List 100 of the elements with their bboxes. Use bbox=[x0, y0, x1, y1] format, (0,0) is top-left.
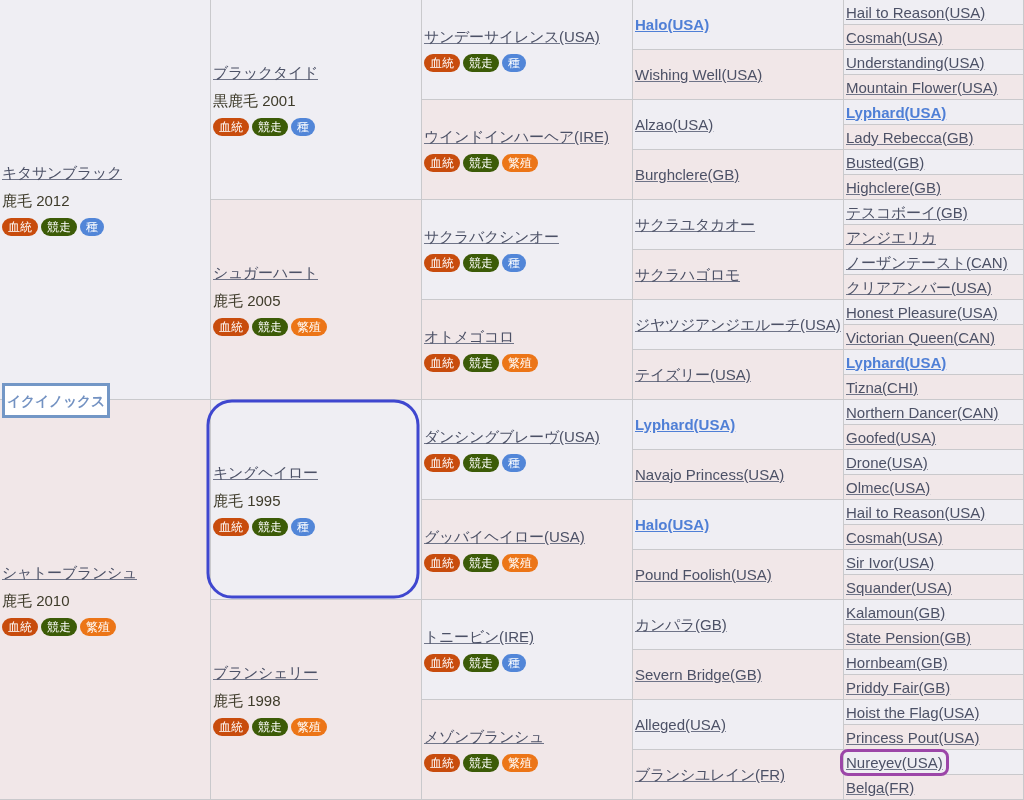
pedigree-cell bbox=[633, 450, 844, 500]
name-link: Highclere(GB) bbox=[846, 177, 942, 197]
pedigree-cell bbox=[633, 300, 844, 350]
name-link: Northern Dancer(CAN) bbox=[846, 402, 999, 422]
badge: 血統 bbox=[424, 554, 460, 572]
name-link: ウインドインハーヘア(IRE) bbox=[424, 127, 609, 146]
pedigree-cell bbox=[422, 100, 633, 200]
name-link: Alleged(USA) bbox=[635, 715, 726, 734]
pedigree-cell bbox=[844, 375, 1024, 400]
pedigree-cell bbox=[211, 600, 422, 800]
badge: 競走 bbox=[252, 718, 288, 736]
name-link: Understanding(USA) bbox=[846, 52, 985, 72]
pedigree-cell bbox=[211, 0, 422, 200]
name-link: ダンシングブレーヴ(USA) bbox=[424, 427, 600, 446]
pedigree-cell bbox=[844, 100, 1024, 125]
badge: 繁殖 bbox=[502, 754, 538, 772]
pedigree-cell bbox=[844, 0, 1024, 25]
badge: 種 bbox=[80, 218, 104, 236]
pedigree-cell bbox=[633, 400, 844, 450]
pedigree-cell bbox=[633, 550, 844, 600]
name-link: ブランシェリー bbox=[213, 663, 318, 682]
pedigree-cell bbox=[844, 150, 1024, 175]
name-link: Lyphard(USA) bbox=[635, 415, 736, 434]
name-link: メゾンブランシュ bbox=[424, 727, 544, 746]
pedigree-cell bbox=[844, 550, 1024, 575]
name-link: Drone(USA) bbox=[846, 452, 928, 472]
name-link: Tizna(CHI) bbox=[846, 377, 918, 397]
pedigree-cell bbox=[633, 500, 844, 550]
pedigree-cell bbox=[422, 200, 633, 300]
pedigree-cell bbox=[633, 750, 844, 800]
pedigree-cell bbox=[844, 425, 1024, 450]
pedigree-cell bbox=[844, 325, 1024, 350]
pedigree-cell bbox=[844, 450, 1024, 475]
pedigree-cell bbox=[633, 200, 844, 250]
badge: 血統 bbox=[424, 154, 460, 172]
badge: 血統 bbox=[424, 254, 460, 272]
name-link: クリアアンバー(USA) bbox=[846, 277, 992, 297]
pedigree-cell bbox=[844, 775, 1024, 800]
name-link: ノーザンテースト(CAN) bbox=[846, 252, 1008, 272]
badge: 血統 bbox=[424, 354, 460, 372]
name-link: Sir Ivor(USA) bbox=[846, 552, 935, 572]
name-link: カンパラ(GB) bbox=[635, 615, 727, 634]
pedigree-cell bbox=[844, 125, 1024, 150]
name-link: Halo(USA) bbox=[635, 515, 710, 534]
name-link: Olmec(USA) bbox=[846, 477, 931, 497]
pedigree-cell bbox=[844, 250, 1024, 275]
name-link: キングヘイロー bbox=[213, 463, 318, 482]
badge: 種 bbox=[291, 518, 315, 536]
pedigree-cell bbox=[844, 575, 1024, 600]
name-link: Hail to Reason(USA) bbox=[846, 2, 986, 22]
name-link: Burghclere(GB) bbox=[635, 165, 740, 184]
pedigree-cell bbox=[844, 25, 1024, 50]
badge: 種 bbox=[502, 54, 526, 72]
pedigree-cell bbox=[422, 600, 633, 700]
badge: 種 bbox=[502, 254, 526, 272]
name-link: Navajo Princess(USA) bbox=[635, 465, 785, 484]
badge: 繁殖 bbox=[502, 354, 538, 372]
pedigree-cell bbox=[844, 275, 1024, 300]
badge: 血統 bbox=[213, 518, 249, 536]
name-link: Alzao(USA) bbox=[635, 115, 714, 134]
name-link: Lyphard(USA) bbox=[846, 352, 947, 372]
name-link: Princess Pout(USA) bbox=[846, 727, 980, 747]
badge: 競走 bbox=[463, 354, 499, 372]
badge: 血統 bbox=[424, 54, 460, 72]
badge: 競走 bbox=[252, 318, 288, 336]
badge: 繁殖 bbox=[291, 718, 327, 736]
pedigree-cell bbox=[844, 675, 1024, 700]
badge: 血統 bbox=[424, 754, 460, 772]
badge: 繁殖 bbox=[291, 318, 327, 336]
coat-year-text: 黒鹿毛 2001 bbox=[213, 91, 296, 110]
badge: 競走 bbox=[463, 654, 499, 672]
pedigree-cell bbox=[633, 100, 844, 150]
pedigree-cell bbox=[844, 700, 1024, 725]
name-link: シャトーブランシュ bbox=[2, 563, 137, 582]
name-link: トニービン(IRE) bbox=[424, 627, 534, 646]
pedigree-cell bbox=[844, 75, 1024, 100]
badge: 血統 bbox=[213, 118, 249, 136]
name-link: テイズリー(USA) bbox=[635, 365, 751, 384]
badge: 競走 bbox=[41, 218, 77, 236]
pedigree-cell bbox=[633, 250, 844, 300]
name-link: Severn Bridge(GB) bbox=[635, 665, 762, 684]
badge: 種 bbox=[291, 118, 315, 136]
pedigree-cell bbox=[844, 350, 1024, 375]
name-link: サンデーサイレンス(USA) bbox=[424, 27, 600, 46]
badge: 競走 bbox=[463, 254, 499, 272]
badge: 競走 bbox=[463, 54, 499, 72]
pedigree-cell bbox=[633, 50, 844, 100]
badge: 血統 bbox=[2, 618, 38, 636]
name-link: Cosmah(USA) bbox=[846, 27, 943, 47]
name-link: ブラックタイド bbox=[213, 63, 318, 82]
name-link: Lyphard(USA) bbox=[846, 102, 947, 122]
name-link: Mountain Flower(USA) bbox=[846, 77, 998, 97]
pedigree-cell bbox=[633, 700, 844, 750]
pedigree-cell bbox=[844, 50, 1024, 75]
name-link: ブランシユレイン(FR) bbox=[635, 765, 785, 784]
pedigree-cell bbox=[844, 525, 1024, 550]
name-link: Kalamoun(GB) bbox=[846, 602, 946, 622]
pedigree-cell bbox=[844, 725, 1024, 750]
name-link: アンジエリカ bbox=[846, 227, 936, 247]
name-link: Wishing Well(USA) bbox=[635, 65, 763, 84]
